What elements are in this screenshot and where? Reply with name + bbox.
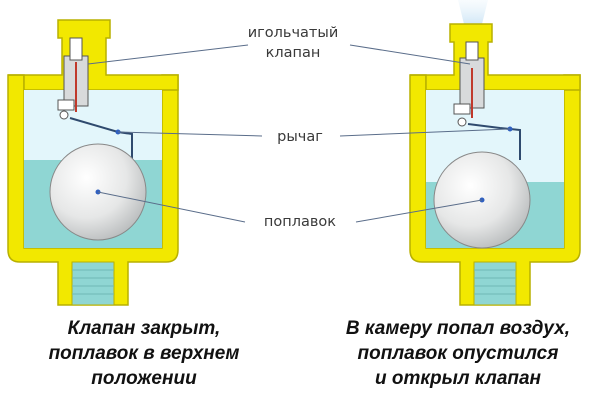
- leader-lines: [87, 44, 511, 223]
- caption-left-line2: поплавок в верхнем: [48, 343, 240, 364]
- leader-float-right: [355, 199, 483, 223]
- label-needle-valve-line1: игольчатый: [248, 25, 339, 41]
- caption-right-line3: и открыл клапан: [374, 368, 542, 389]
- label-float: поплавок: [264, 214, 336, 230]
- caption-left-line1: Клапан закрыт,: [67, 318, 221, 339]
- leader-valve-left: [87, 44, 249, 65]
- left-vent: [7, 19, 179, 306]
- leader-valve-right: [349, 44, 471, 65]
- right-outlet: [473, 261, 517, 306]
- leader-float-left: [97, 191, 246, 223]
- left-lever: [69, 117, 133, 160]
- right-vent: [409, 0, 581, 306]
- right-cap: [410, 23, 581, 91]
- caption-right: В камеру попал воздух, поплавок опустилс…: [322, 316, 594, 391]
- caption-left-line3: положении: [91, 368, 197, 389]
- leader-lever-right: [339, 128, 511, 137]
- leader-lever-left: [117, 131, 263, 137]
- left-outlet: [71, 261, 115, 306]
- left-cap: [8, 19, 179, 91]
- caption-right-line2: поплавок опустился: [357, 343, 559, 364]
- caption-right-line1: В камеру попал воздух,: [345, 318, 571, 339]
- caption-left: Клапан закрыт, поплавок в верхнем положе…: [20, 316, 268, 391]
- label-needle-valve-line2: клапан: [266, 45, 321, 61]
- label-lever: рычаг: [277, 129, 323, 145]
- right-housing: [409, 74, 581, 306]
